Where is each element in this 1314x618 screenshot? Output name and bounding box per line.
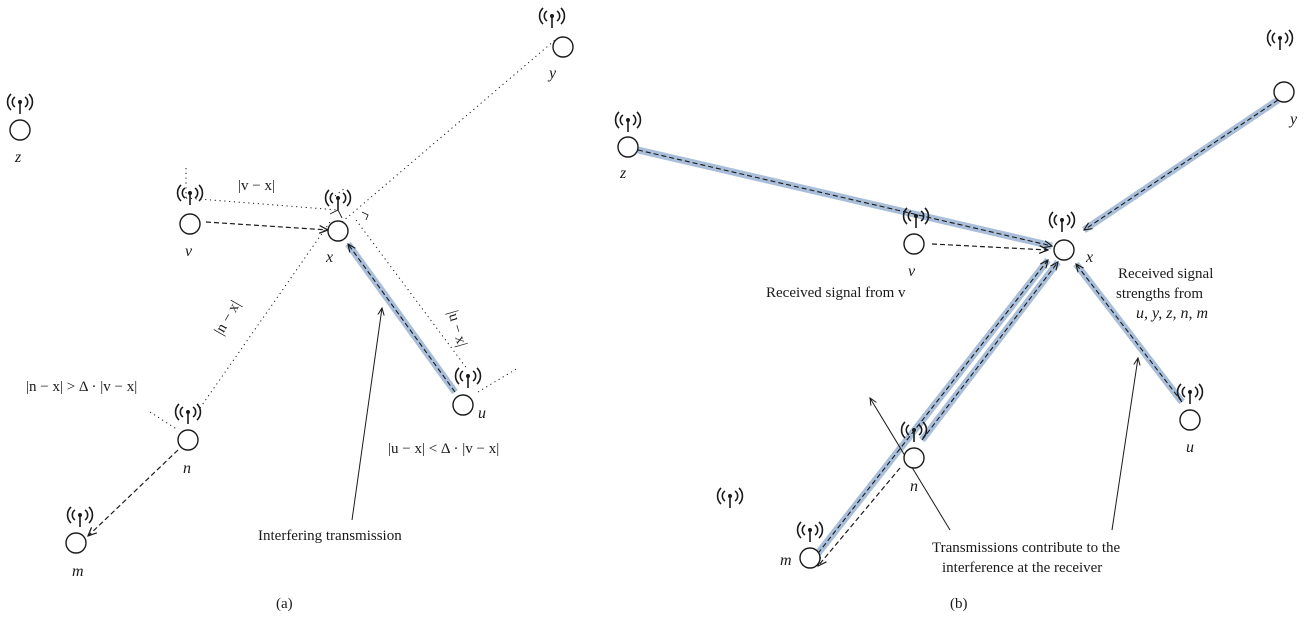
antenna-icon (796, 521, 824, 543)
antenna-icon (176, 184, 204, 206)
label-v-x: |v − x| (238, 178, 275, 194)
label-received-strengths-2: strengths from (1116, 286, 1203, 302)
dotted-v-x (185, 197, 339, 211)
band-dash-n-x (921, 262, 1058, 441)
node-b-y: y (1266, 29, 1298, 128)
node-a-v: v (176, 184, 204, 260)
panel-a: x y z v u n m (6, 7, 574, 612)
svg-text:m: m (780, 552, 792, 569)
angle-marker-2 (361, 211, 369, 221)
svg-text:u: u (1186, 439, 1194, 456)
dotted-x-top (334, 187, 346, 197)
svg-text:v: v (185, 243, 193, 260)
node-b-n: n (900, 421, 928, 495)
antenna-icon (716, 487, 744, 509)
node-b-x: x (1048, 211, 1093, 266)
pointer-contrib-2 (1111, 358, 1138, 531)
label-contrib-2: interference at the receiver (942, 560, 1102, 576)
node-a-x: x (324, 189, 352, 266)
label-u-condition: |u − x| < Δ · |v − x| (388, 441, 499, 457)
dotted-u-x (355, 219, 469, 371)
transmission-v-x (205, 221, 328, 230)
node-b-m: m (780, 521, 824, 569)
node-a-z: z (6, 93, 34, 166)
label-contrib-1: Transmissions contribute to the (932, 540, 1121, 556)
label-received-v: Received signal from v (766, 285, 906, 301)
label-received-strengths-3: u, y, z, n, m (1136, 305, 1208, 322)
antenna-icon (1266, 29, 1294, 51)
svg-text:n: n (910, 478, 918, 495)
svg-text:z: z (619, 165, 627, 182)
node-b-z: z (614, 111, 642, 182)
band-dash-u-x (1076, 264, 1183, 403)
svg-text:y: y (1288, 111, 1298, 128)
dotted-u-ext (477, 367, 519, 393)
antenna-icon (6, 93, 34, 115)
label-interfering: Interfering transmission (258, 528, 402, 544)
svg-text:z: z (14, 149, 22, 166)
dotted-n-ext (149, 411, 179, 431)
transmission-v-x-b (931, 243, 1048, 250)
band-dash-z-x (637, 149, 1052, 246)
svg-text:v: v (908, 263, 916, 280)
angle-marker (329, 209, 343, 219)
band-dash-y-x (1084, 99, 1279, 230)
svg-text:m: m (72, 563, 84, 580)
node-b-u: u (1176, 383, 1204, 456)
label-n-x: |n − x| (212, 298, 244, 338)
transmission-n-m-b (818, 467, 901, 566)
label-u-x: |u − x| (444, 309, 470, 349)
node-a-y: y (538, 7, 574, 82)
antenna-icon (66, 506, 94, 528)
antenna-icon (454, 367, 482, 389)
label-received-strengths-1: Received signal (1118, 266, 1213, 282)
node-a-u: u (452, 367, 486, 422)
node-b-v: v (902, 207, 930, 280)
transmission-n-m (88, 449, 179, 536)
dotted-x-y (341, 39, 556, 223)
svg-text:x: x (325, 249, 333, 266)
svg-text:u: u (478, 405, 486, 422)
label-n-condition: |n − x| > Δ · |v − x| (26, 379, 137, 395)
antenna-icon (324, 189, 352, 211)
band-dash-m-x (807, 260, 1048, 567)
interfering-pointer (351, 308, 382, 521)
antenna-icon (174, 403, 202, 425)
svg-text:n: n (183, 460, 191, 477)
antenna-icon (1048, 211, 1076, 233)
node-a-n: n (174, 403, 202, 477)
antenna-icon (538, 7, 566, 29)
svg-text:y: y (547, 65, 557, 82)
caption-a: (a) (276, 596, 293, 612)
interfering-dash (348, 244, 456, 393)
caption-b: (b) (950, 596, 968, 612)
panel-b: x y z v u n m (614, 29, 1298, 612)
antenna-icon (614, 111, 642, 133)
node-a-m: m (65, 506, 94, 580)
svg-text:x: x (1085, 249, 1093, 266)
